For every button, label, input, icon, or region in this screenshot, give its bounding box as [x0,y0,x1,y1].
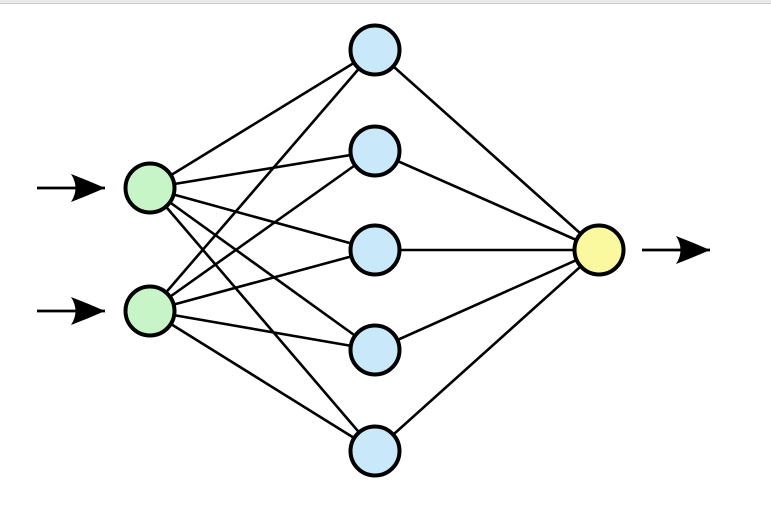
edge-i1-h2 [149,149,376,190]
input-node-2 [123,284,177,338]
edge-h1-o1 [374,49,600,251]
hidden-node-1 [348,23,402,77]
edge-i1-h3 [149,186,376,252]
edge-i2-h5 [149,309,376,453]
edges-layer [149,48,600,453]
edge-i2-h1 [149,49,376,312]
edge-i1-h1 [149,48,376,190]
edge-i1-h5 [149,187,376,452]
edge-i2-h4 [149,309,376,352]
edge-i1-h4 [149,186,376,352]
edge-i2-h3 [149,248,376,313]
hidden-node-2 [348,124,402,178]
output-node-1 [572,223,626,277]
hidden-node-4 [348,323,402,377]
edge-h5-o1 [374,249,600,452]
edge-h4-o1 [374,248,600,352]
hidden-node-3 [348,223,402,277]
arrows-layer [37,174,710,325]
nodes-layer [123,23,626,478]
input-node-1 [123,161,177,215]
edge-i2-h2 [149,149,376,313]
window-top-edge-bar [0,0,771,4]
edge-h2-o1 [374,149,600,252]
hidden-node-5 [348,424,402,478]
